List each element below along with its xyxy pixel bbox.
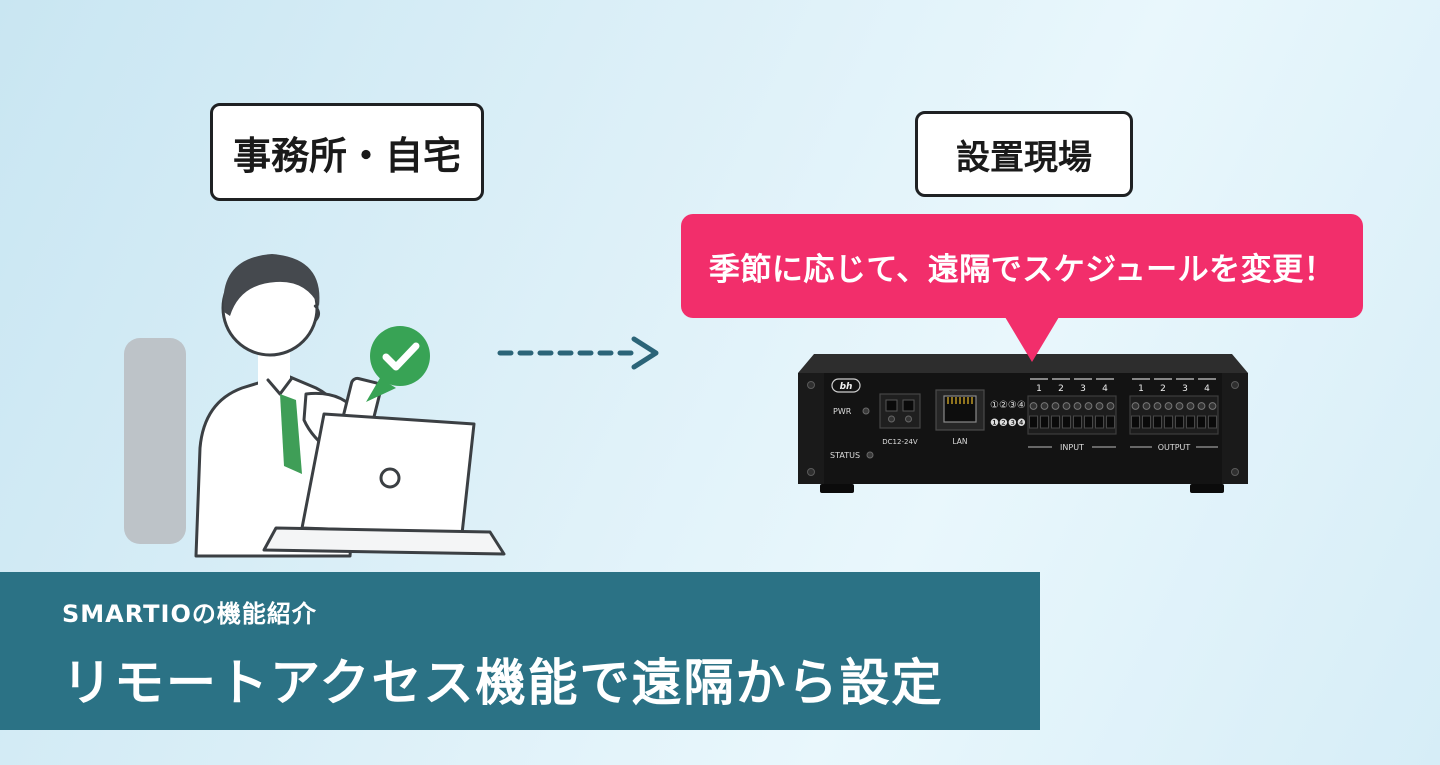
device-foot-left [820,484,854,493]
indicator-row-1: ①②③④ [990,400,1026,411]
speech-bubble-tail [1002,312,1062,362]
person-illustration [124,254,506,558]
lan-label: LAN [952,437,967,446]
status-led [866,451,874,459]
pwr-led [862,407,870,415]
necktie [280,394,302,474]
laptop-lid [300,412,476,536]
brand-logo-text: bh [840,382,853,392]
laptop-base [262,526,506,556]
input-number-2: 2 [1058,384,1064,394]
smartio-device: bh PWR STATUS DC12-24V LAN ①②③④ ❶❷❸❹ [798,354,1248,493]
feature-banner: SMARTIOの機能紹介 リモートアクセス機能で遠隔から設定 [0,572,1040,730]
location-label-office: 事務所・自宅 [210,103,484,201]
dotted-arrow [497,336,659,370]
input-number-1: 1 [1036,384,1042,394]
indicator-row-2: ❶❷❸❹ [990,418,1026,429]
output-terminal-block [1129,395,1219,435]
input-terminal-numbers: 1 2 3 4 [1036,384,1108,394]
check-bubble [366,326,430,402]
output-terminal-numbers: 1 2 3 4 [1138,384,1210,394]
status-label: STATUS [830,451,860,460]
chair [124,338,186,544]
device-foot-right [1190,484,1224,493]
input-label-group: INPUT [1028,443,1116,452]
brand-logo-box [831,378,861,393]
output-number-1: 1 [1138,384,1144,394]
output-number-2: 2 [1160,384,1166,394]
device-screws [807,381,1239,476]
device-top-face [798,354,1248,373]
device-left-rail [798,373,824,484]
pwr-label: PWR [833,407,852,416]
person-nose [313,304,320,322]
output-label: OUTPUT [1158,443,1191,452]
output-number-4: 4 [1204,384,1210,394]
check-bubble-tail [366,378,396,402]
banner-subtitle: SMARTIOの機能紹介 [62,600,317,628]
location-label-site: 設置現場 [915,111,1133,197]
output-number-3: 3 [1182,384,1188,394]
check-icon [382,342,420,371]
location-label-site-text: 設置現場 [956,137,1092,178]
arrow-head-icon [631,336,659,370]
input-number-4: 4 [1102,384,1108,394]
dc-label: DC12-24V [882,438,918,446]
lan-port [935,389,985,431]
location-label-office-text: 事務所・自宅 [232,133,461,178]
output-label-group: OUTPUT [1130,443,1218,452]
speech-bubble: 季節に応じて、遠隔でスケジュールを変更！ [681,214,1363,318]
input-terminal-block [1027,395,1117,435]
banner-title: リモートアクセス機能で遠隔から設定 [62,654,944,712]
check-bubble-circle [370,326,430,386]
laptop-logo [379,467,401,489]
input-number-3: 3 [1080,384,1086,394]
speech-bubble-text: 季節に応じて、遠隔でスケジュールを変更！ [708,251,1336,288]
person-hair [223,254,320,316]
device-right-rail [1222,373,1248,484]
input-label: INPUT [1060,443,1084,452]
dc-power-terminal [879,393,921,429]
